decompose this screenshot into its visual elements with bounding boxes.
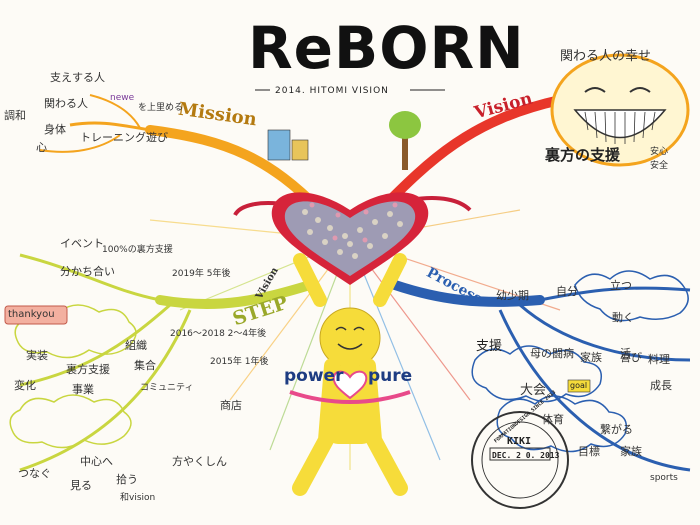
page-title: ReBORN <box>248 14 525 82</box>
process-item: 成長 <box>650 379 672 392</box>
step-item: 組織 <box>125 339 147 352</box>
process-item: 料理 <box>648 353 670 366</box>
process-item: 家族 <box>580 351 602 364</box>
mission-item: 調和 <box>4 109 26 122</box>
stamp-name: KIKI <box>507 436 532 447</box>
process-item: 幼少期 <box>496 289 529 302</box>
stamp-seal <box>471 411 569 509</box>
mission-item: を上里める <box>138 103 184 113</box>
step-item: つなぐ <box>18 467 51 480</box>
small-heart-icon <box>332 370 368 400</box>
step-item: コミュニティ <box>140 383 194 393</box>
power-word: power <box>284 366 344 386</box>
step-item: 見る <box>70 479 92 492</box>
step-item: 100%の裏方支援 <box>102 245 173 255</box>
vision-item: 関わる人の幸せ <box>560 49 652 64</box>
process-item: 大会 <box>520 383 547 398</box>
step-item: 裏方支援 <box>66 363 110 376</box>
buildings-icon <box>267 129 309 161</box>
process-item: 母の闘病 <box>530 347 574 360</box>
thankyou-banner <box>4 305 68 325</box>
step-item: 事業 <box>72 383 94 396</box>
step-item: 2019年 5年後 <box>172 269 231 279</box>
process-item: 動く <box>612 311 634 324</box>
goal-label: goal <box>570 381 588 390</box>
process-item: 自分 <box>556 285 578 298</box>
mission-item: newe <box>110 93 135 103</box>
process-item: sports <box>650 473 678 483</box>
process-item: 繋がる <box>600 423 633 436</box>
vision-branch-path <box>375 95 565 215</box>
step-item: 商店 <box>220 399 242 412</box>
step-item: thankyou <box>8 309 55 320</box>
step-item: イベント <box>60 237 104 250</box>
step-item: 拾う <box>116 473 138 486</box>
heart-icon <box>271 192 429 285</box>
process-item: 体育 <box>542 413 564 426</box>
process-item: 家族 <box>620 445 642 458</box>
stamp-date: DEC. 2 0. 2013 <box>492 451 560 460</box>
process-item: 目標 <box>578 445 600 458</box>
vision-item: 裏方の支援 <box>545 146 621 164</box>
vision-smile-icon <box>550 53 690 167</box>
step-item: 方やくしん <box>172 455 227 468</box>
process-branch-path <box>390 280 545 307</box>
goal-tag <box>567 379 591 393</box>
mission-item: 身体 <box>44 123 66 136</box>
pure-word: pure <box>368 366 413 386</box>
mission-branch-sub <box>69 121 151 132</box>
mission-item: 支えする人 <box>50 71 105 84</box>
vision-item: 安全 <box>650 161 669 171</box>
vision-item: 安心 <box>650 147 669 157</box>
process-item: 立つ <box>610 279 632 292</box>
step-item: 和vision <box>120 493 156 503</box>
step-item: 中心へ <box>80 455 113 468</box>
mission-item: 関わる人 <box>44 97 88 110</box>
process-item: 支援 <box>476 339 503 354</box>
mission-item: 心 <box>36 141 47 154</box>
step-item: 2015年 1年後 <box>210 357 269 367</box>
mission-item: トレーニング遊び <box>80 131 168 144</box>
step-item: 実装 <box>26 349 48 362</box>
step-branch-path <box>155 280 315 309</box>
tree-icon <box>389 111 421 170</box>
step-item: 分かち合い <box>60 265 115 278</box>
step-item: 集合 <box>134 359 156 372</box>
process-item: 喜び <box>620 351 642 364</box>
step-item: 2016〜2018 2〜4年後 <box>170 329 267 339</box>
step-item: 変化 <box>14 379 36 392</box>
process-item: 活 <box>620 347 631 360</box>
page-subtitle: 2014. HITOMI VISION <box>275 86 389 96</box>
